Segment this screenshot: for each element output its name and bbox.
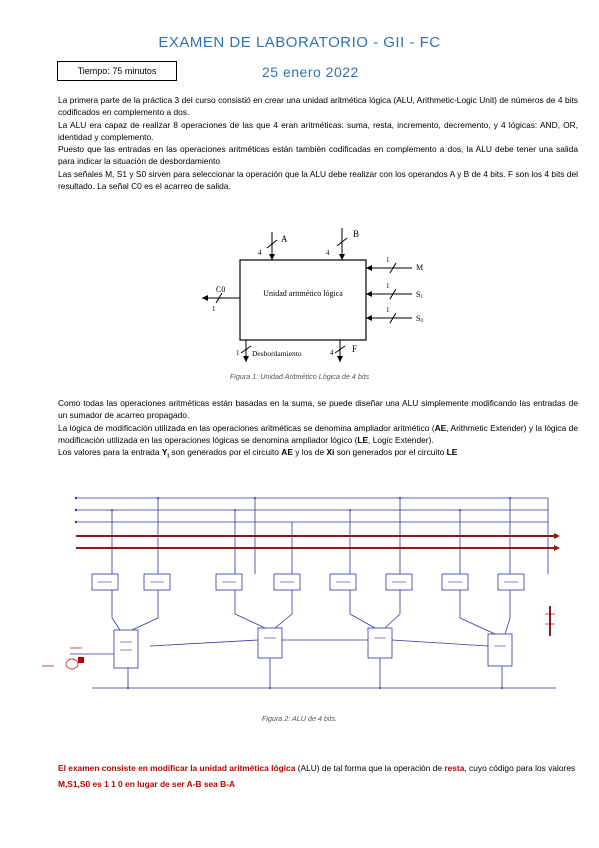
bits-a: 4: [258, 249, 262, 257]
task-part3: resta: [444, 763, 465, 773]
alu-box: [239, 259, 367, 341]
intro-p4: Las señales M, S1 y S0 sirven para selec…: [58, 168, 578, 192]
task-part4: , cuyo código para los valores: [464, 763, 576, 773]
intro-p1: La primera parte de la práctica 3 del cu…: [58, 95, 578, 118]
exam-title: EXAMEN DE LABORATORIO - GII - FC: [158, 34, 441, 51]
label-s1: S: [416, 290, 420, 299]
exam-task: El examen consiste en modificar la unida…: [58, 760, 578, 792]
intro-text: La primera parte de la práctica 3 del cu…: [58, 94, 578, 192]
label-m: M: [416, 263, 423, 272]
body-text: Como todas las operaciones aritméticas e…: [58, 397, 578, 463]
intro-p3: Puesto que las entradas en las operacion…: [58, 144, 578, 167]
label-s0: S: [416, 314, 420, 323]
bits-f: 4: [330, 349, 334, 357]
figure1-caption: Figura 1: Unidad Aritmético Lógica de 4 …: [229, 372, 370, 381]
figure2-caption: Figura 2: ALU de 4 bits.: [261, 714, 338, 723]
bits-m: 1: [386, 256, 390, 264]
bits-s0: 1: [386, 306, 390, 314]
task-part5: M,S1,S0 es 1 1 0 en lugar de ser A-B sea…: [58, 779, 236, 789]
bits-ovf: 1: [236, 349, 240, 357]
bits-s1: 1: [386, 282, 390, 290]
svg-text:S1: S1: [416, 290, 423, 300]
body-p1: Como todas las operaciones aritméticas e…: [58, 398, 578, 421]
body-p3: Los valores para la entrada Yi son gener…: [58, 447, 458, 460]
intro-p2: La ALU era capaz de realizar 8 operacion…: [58, 119, 578, 142]
label-s1-sub: 1: [420, 295, 423, 300]
label-c0: C0: [216, 285, 225, 294]
time-box: Tiempo: 75 minutos: [57, 61, 177, 81]
alu-circuit-schematic: [42, 496, 560, 689]
bits-c0: 1: [212, 305, 216, 313]
label-a: A: [281, 234, 288, 244]
svg-text:S0: S0: [416, 314, 423, 324]
label-s0-sub: 0: [420, 319, 423, 324]
label-f: F: [352, 344, 357, 354]
task-part2: (ALU) de tal forma que la operación de: [295, 763, 445, 773]
bits-b: 4: [326, 249, 330, 257]
task-part1: El examen consiste en modificar la unida…: [58, 763, 296, 773]
exam-date: 25 enero 2022: [262, 64, 359, 80]
body-p2: La lógica de modificación utilizada en l…: [58, 422, 578, 445]
label-ovf: Desbordamiento: [252, 349, 302, 358]
label-b: B: [353, 229, 359, 239]
alu-box-label: Unidad aritmético lógica: [263, 289, 343, 298]
alu-block-diagram: Unidad aritmético lógica A 4 B 4 M 1 S1 …: [202, 228, 423, 362]
